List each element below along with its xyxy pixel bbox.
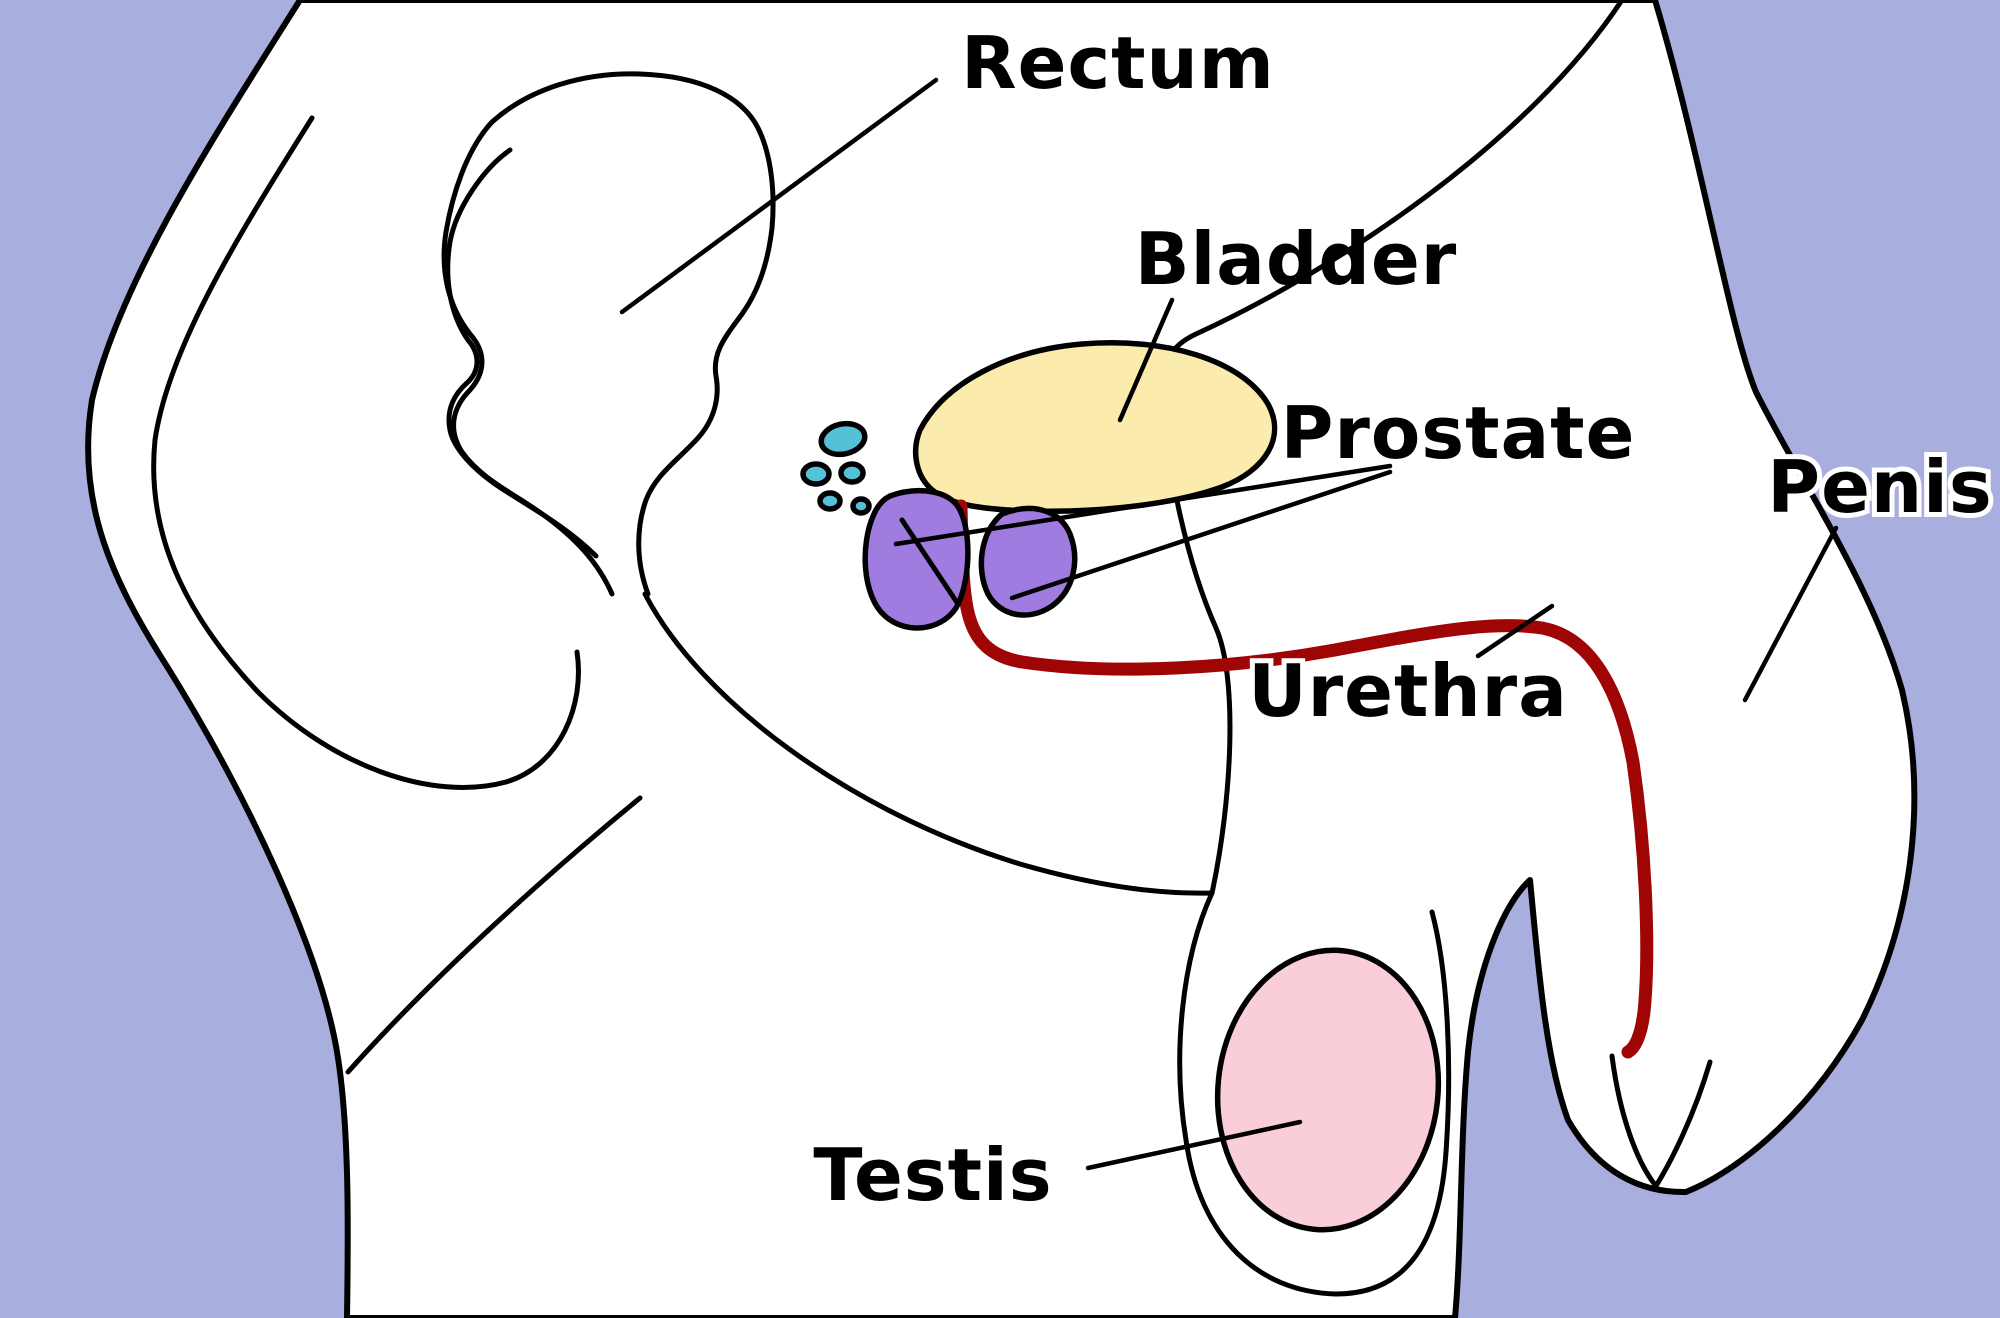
urethra-leader-line xyxy=(1475,603,1555,659)
urethra-label: Urethra xyxy=(1248,649,1568,733)
rectum-inner-wall xyxy=(445,147,599,559)
penis-label: Penis xyxy=(1767,445,1992,529)
labels: Rectum Bladder Prostate Penis Urethra Te… xyxy=(813,21,1996,1217)
thigh-line xyxy=(345,795,643,1075)
scrotum-outline xyxy=(1177,890,1452,1297)
prostate-label: Prostate xyxy=(1281,391,1636,475)
leader-lines xyxy=(619,77,1839,1171)
prostate-division-line xyxy=(899,517,961,607)
prostate-left-lobe-shape xyxy=(862,488,971,631)
prostate-leader-line xyxy=(893,463,1393,547)
rectum-outline xyxy=(441,71,776,597)
seminal-vesicle-blob xyxy=(838,461,866,485)
perineum-line xyxy=(642,591,1215,896)
testis-label: Testis xyxy=(813,1133,1052,1217)
seminal-vesicle-blob xyxy=(800,461,832,487)
foreskin-fold-right-line xyxy=(1653,1059,1713,1189)
inner-back-line xyxy=(151,115,581,790)
rectum-leader-line xyxy=(619,77,939,315)
interior-detail-lines xyxy=(151,0,1713,1297)
urethra-line xyxy=(954,499,1654,1059)
rectum-outer-wall xyxy=(441,71,776,597)
bladder-shape xyxy=(912,340,1278,515)
bladder-label: Bladder xyxy=(1135,217,1458,301)
foreskin-fold-left-line xyxy=(1609,1053,1659,1189)
seminal-vesicle-blob xyxy=(850,496,872,516)
penis-leader-line xyxy=(1742,525,1839,703)
prostate-leader-line xyxy=(1009,469,1393,601)
seminal-vesicle-blob xyxy=(818,420,868,458)
testis-leader-line xyxy=(1085,1119,1303,1171)
rectum-label: Rectum xyxy=(961,21,1275,105)
seminal-vesicle-group xyxy=(800,420,872,516)
testis-shape xyxy=(1214,947,1442,1233)
seminal-vesicle-blob xyxy=(817,490,843,512)
bladder-leader-line xyxy=(1117,297,1175,423)
